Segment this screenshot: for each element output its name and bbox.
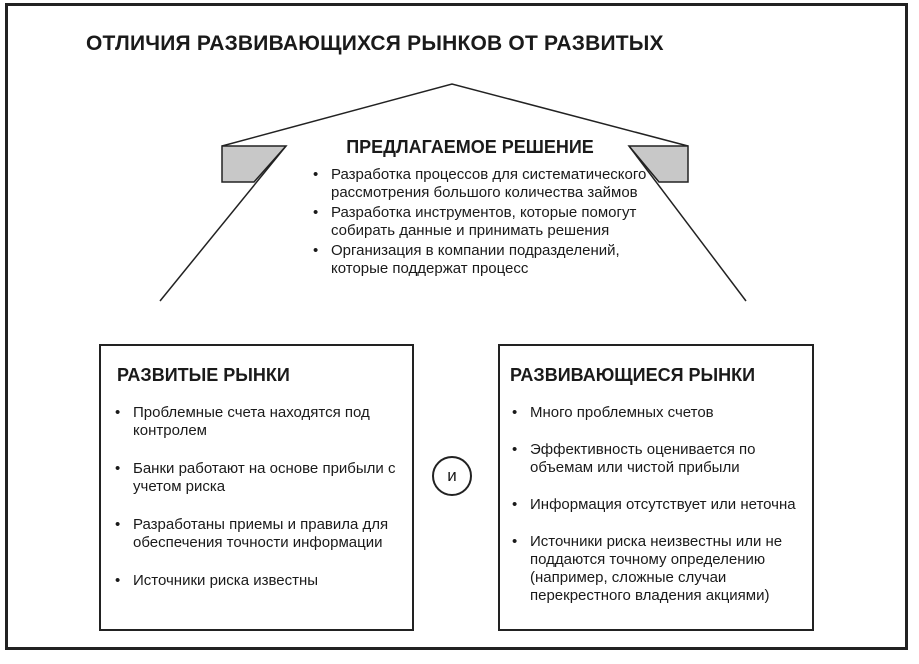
developed-item: Банки работают на основе прибыли с учето… <box>115 460 405 496</box>
roof-outline <box>221 83 689 147</box>
developing-item: Много проблемных счетов <box>512 404 812 422</box>
solution-list: Разработка процессов для систематическог… <box>313 166 663 280</box>
roof-left-eave <box>221 145 288 183</box>
developing-item: Информация отсутствует или неточна <box>512 496 812 514</box>
developed-item: Источники риска известны <box>115 572 405 590</box>
solution-item: Разработка инструментов, которые помогут… <box>313 204 663 240</box>
developed-item: Проблемные счета находятся под контролем <box>115 404 405 440</box>
solution-title: ПРЕДЛАГАЕМОЕ РЕШЕНИЕ <box>346 137 594 157</box>
developed-markets-list: Проблемные счета находятся под контролем… <box>115 404 405 610</box>
solution-item: Организация в компании подразделений, ко… <box>313 242 663 278</box>
and-connector: и <box>432 456 472 496</box>
developed-markets-box: РАЗВИТЫЕ РЫНКИ Проблемные счета находятс… <box>99 344 414 631</box>
developing-markets-box: РАЗВИВАЮЩИЕСЯ РЫНКИ Много проблемных сче… <box>498 344 814 631</box>
developing-markets-list: Много проблемных счетов Эффективность оц… <box>512 404 812 624</box>
page-title: ОТЛИЧИЯ РАЗВИВАЮЩИХСЯ РЫНКОВ ОТ РАЗВИТЫХ <box>86 32 664 55</box>
developing-item: Источники риска неизвестны или не поддаю… <box>512 533 812 605</box>
and-label: и <box>447 466 457 485</box>
developed-markets-title: РАЗВИТЫЕ РЫНКИ <box>117 365 290 385</box>
solution-item: Разработка процессов для систематическог… <box>313 166 663 202</box>
developed-item: Разработаны приемы и правила для обеспеч… <box>115 516 405 552</box>
roof-left-wall <box>159 145 287 302</box>
figure-frame <box>5 3 908 650</box>
developing-markets-title: РАЗВИВАЮЩИЕСЯ РЫНКИ <box>510 365 756 385</box>
developing-item: Эффективность оценивается по объемам или… <box>512 441 812 477</box>
